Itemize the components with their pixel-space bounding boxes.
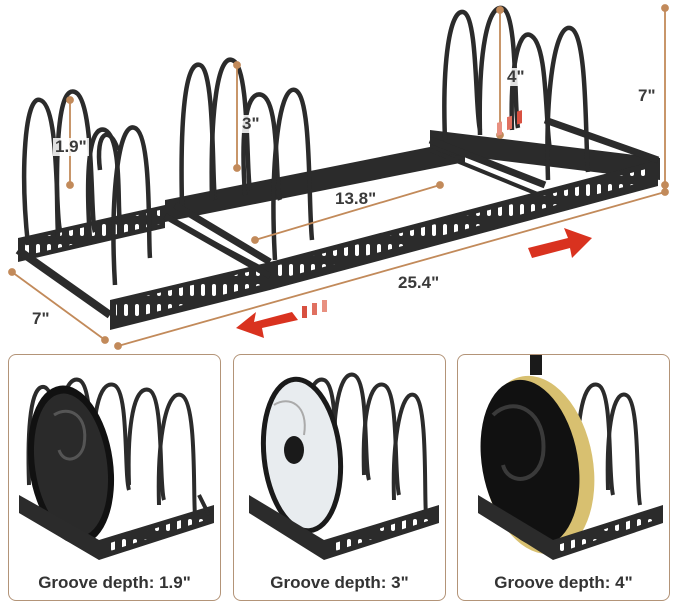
panel-caption: Groove depth: 1.9" bbox=[38, 573, 191, 592]
panel-groove-medium: Groove depth: 3" bbox=[233, 354, 446, 601]
panel-caption: Groove depth: 4" bbox=[494, 573, 633, 592]
groove-large-label: 4" bbox=[505, 67, 527, 86]
rack-left-section bbox=[15, 205, 272, 330]
width-label: 7" bbox=[32, 309, 50, 328]
dividers-left bbox=[21, 89, 153, 286]
groove-medium-label: 3" bbox=[240, 114, 262, 133]
expandable-rack-illustration: 1.9" 3" 4" 7" 7" 13.8" 25.4" bbox=[8, 4, 669, 350]
rack-back-rail bbox=[165, 130, 660, 222]
panel-groove-large: Groove depth: 4" bbox=[457, 354, 670, 601]
min-length-label: 13.8" bbox=[335, 189, 377, 208]
rack-right-section bbox=[270, 116, 660, 290]
rack-with-pan-illustration bbox=[478, 355, 663, 560]
expand-left-arrow bbox=[236, 300, 327, 338]
rack-drawing bbox=[8, 4, 669, 350]
expand-right-arrow bbox=[497, 110, 592, 258]
max-length-label: 25.4" bbox=[398, 273, 440, 292]
height-label: 7" bbox=[638, 86, 656, 105]
groove-small-label: 1.9" bbox=[53, 137, 89, 156]
dividers-middle bbox=[179, 57, 315, 261]
rack-with-lid-illustration bbox=[19, 377, 214, 560]
panel-caption: Groove depth: 3" bbox=[270, 573, 409, 592]
rack-with-glass-lid-illustration bbox=[249, 372, 439, 560]
panel-groove-small: Groove depth: 1.9" bbox=[8, 354, 221, 601]
